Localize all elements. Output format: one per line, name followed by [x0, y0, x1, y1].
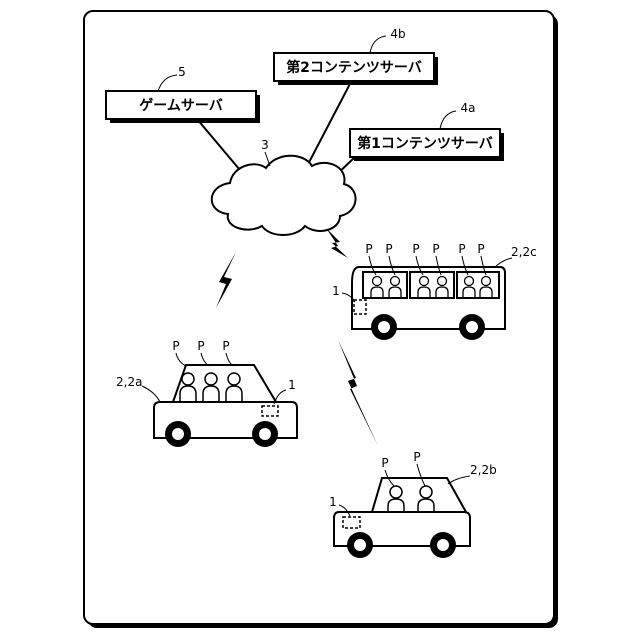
bus-device-ref: 1 — [332, 284, 340, 298]
bus-passenger-label: P — [412, 242, 419, 256]
car-a-passenger-label: P — [172, 339, 179, 353]
car-b-device-ref: 1 — [329, 495, 337, 509]
game-server-ref: 5 — [178, 65, 186, 79]
car-a-device-ref: 1 — [288, 378, 296, 392]
content-server-1-label: 第1コンテンツサーバ — [357, 135, 493, 152]
content-server-2: 第2コンテンツサーバ — [274, 53, 438, 85]
car-a-passenger-label: P — [197, 339, 204, 353]
bus-passenger-label: P — [385, 242, 392, 256]
content-server-1-ref: 4a — [461, 101, 476, 115]
network-ref: 3 — [261, 138, 269, 152]
game-server-label: ゲームサーバ — [139, 97, 222, 114]
car-b-passenger-label: P — [381, 456, 388, 470]
car-b-ref: 2,2b — [470, 463, 497, 477]
bus-passenger-label: P — [477, 242, 484, 256]
car-b-passenger-label: P — [413, 450, 420, 464]
car-a-passenger-label: P — [222, 339, 229, 353]
bus-passenger-label: P — [432, 242, 439, 256]
bus-passenger-label: P — [365, 242, 372, 256]
bus-passenger-label: P — [458, 242, 465, 256]
bus-c — [352, 267, 505, 340]
passenger — [180, 373, 242, 402]
content-server-2-label: 第2コンテンツサーバ — [286, 59, 422, 76]
content-server-2-ref: 4b — [390, 27, 405, 41]
game-server: ゲームサーバ — [106, 91, 260, 123]
car-a-ref: 2,2a — [116, 375, 142, 389]
bus-ref: 2,2c — [511, 245, 537, 259]
content-server-1: 第1コンテンツサーバ — [350, 129, 504, 161]
